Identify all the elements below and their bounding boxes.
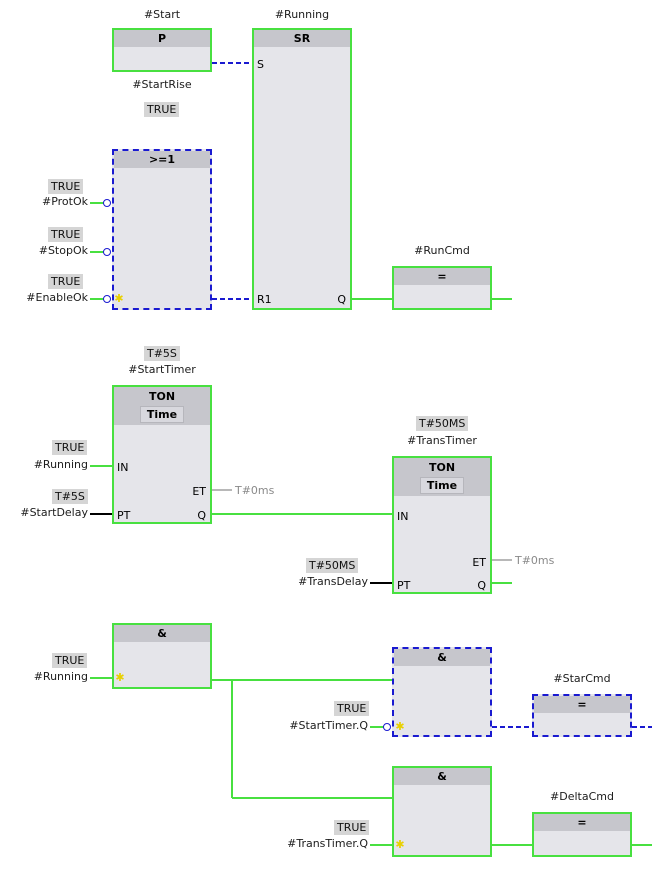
ton1-title: TON <box>148 390 176 403</box>
p-block-operand[interactable]: #Start <box>143 8 181 21</box>
runcmd-coil-title: = <box>394 268 490 285</box>
ton1-pin-pt: PT <box>117 509 131 522</box>
and3-in-value: TRUE <box>334 820 370 835</box>
and3-in-operand[interactable]: #TransTimer.Q <box>287 837 368 850</box>
negation-circle-icon <box>103 295 111 303</box>
ton2-title: TON <box>428 461 456 474</box>
ton2-pt-operand[interactable]: #TransDelay <box>298 575 368 588</box>
sr-pin-q: Q <box>337 293 346 306</box>
runcmd-operand[interactable]: #RunCmd <box>414 244 470 257</box>
ton1-in-value: TRUE <box>52 440 88 455</box>
ton1-header: TON Time <box>114 387 210 425</box>
ton1-pin-et: ET <box>192 485 206 498</box>
ton2-et-value: T#0ms <box>515 554 555 567</box>
and2-block[interactable]: & <box>392 647 492 737</box>
ton2-pin-in: IN <box>397 510 409 523</box>
starcmd-operand[interactable]: #StarCmd <box>553 672 611 685</box>
enableok-value: TRUE <box>48 274 84 289</box>
runcmd-coil-block[interactable]: = <box>392 266 492 310</box>
and1-block[interactable]: & <box>112 623 212 689</box>
ton2-pin-q: Q <box>477 579 486 592</box>
ton2-pin-et: ET <box>472 556 486 569</box>
deltacmd-operand[interactable]: #DeltaCmd <box>550 790 614 803</box>
ton2-pt-value: T#50MS <box>306 558 359 573</box>
negation-circle-icon <box>103 248 111 256</box>
starcmd-coil-title: = <box>534 696 630 713</box>
ton1-pin-q: Q <box>197 509 206 522</box>
stopok-operand[interactable]: #StopOk <box>38 244 88 257</box>
enableok-operand[interactable]: #EnableOk <box>26 291 88 304</box>
p-block-title: P <box>114 30 210 47</box>
ton2-pin-pt: PT <box>397 579 411 592</box>
stopok-value: TRUE <box>48 227 84 242</box>
sr-flipflop-block[interactable]: SR S R1 Q <box>252 28 352 310</box>
or-block[interactable]: >=1 <box>112 149 212 310</box>
and3-block[interactable]: & <box>392 766 492 857</box>
p-edge-block[interactable]: P <box>112 28 212 72</box>
sr-block-title: SR <box>254 30 350 47</box>
sr-pin-s: S <box>257 58 264 71</box>
negation-circle-icon <box>383 723 391 731</box>
deltacmd-coil-title: = <box>534 814 630 831</box>
edge-star-icon: ✱ <box>114 292 124 305</box>
ton1-pin-in: IN <box>117 461 129 474</box>
p-edge-bit-operand[interactable]: #StartRise <box>132 78 192 91</box>
and2-in-value: TRUE <box>334 701 370 716</box>
ton1-type-subtitle: Time <box>140 406 184 423</box>
protok-operand[interactable]: #ProtOk <box>41 195 88 208</box>
ton1-pt-value: T#5S <box>52 489 88 504</box>
sr-block-operand[interactable]: #Running <box>274 8 330 21</box>
and1-in-value: TRUE <box>52 653 88 668</box>
or-block-title: >=1 <box>114 151 210 168</box>
ton1-pt-operand[interactable]: #StartDelay <box>20 506 88 519</box>
and2-in-operand[interactable]: #StartTimer.Q <box>289 719 368 732</box>
ton2-timer-block[interactable]: TON Time IN PT ET Q <box>392 456 492 594</box>
p-edge-bit-value: TRUE <box>144 102 180 117</box>
starcmd-coil-block[interactable]: = <box>532 694 632 737</box>
and3-title: & <box>394 768 490 785</box>
deltacmd-coil-block[interactable]: = <box>532 812 632 857</box>
ton2-preset-value: T#50MS <box>416 416 469 431</box>
ton2-header: TON Time <box>394 458 490 496</box>
ton1-in-operand[interactable]: #Running <box>33 458 88 471</box>
protok-value: TRUE <box>48 179 84 194</box>
ton1-preset-value: T#5S <box>144 346 180 361</box>
and1-in-operand[interactable]: #Running <box>33 670 88 683</box>
edge-star-icon: ✱ <box>395 720 405 733</box>
ton1-instance[interactable]: #StartTimer <box>128 363 196 376</box>
and1-title: & <box>114 625 210 642</box>
and2-title: & <box>394 649 490 666</box>
ton2-type-subtitle: Time <box>420 477 464 494</box>
ton2-instance[interactable]: #TransTimer <box>407 434 477 447</box>
ton1-timer-block[interactable]: TON Time IN PT ET Q <box>112 385 212 524</box>
edge-star-icon: ✱ <box>115 671 125 684</box>
edge-star-icon: ✱ <box>395 838 405 851</box>
negation-circle-icon <box>103 199 111 207</box>
ton1-et-value: T#0ms <box>235 484 275 497</box>
sr-pin-r1: R1 <box>257 293 272 306</box>
